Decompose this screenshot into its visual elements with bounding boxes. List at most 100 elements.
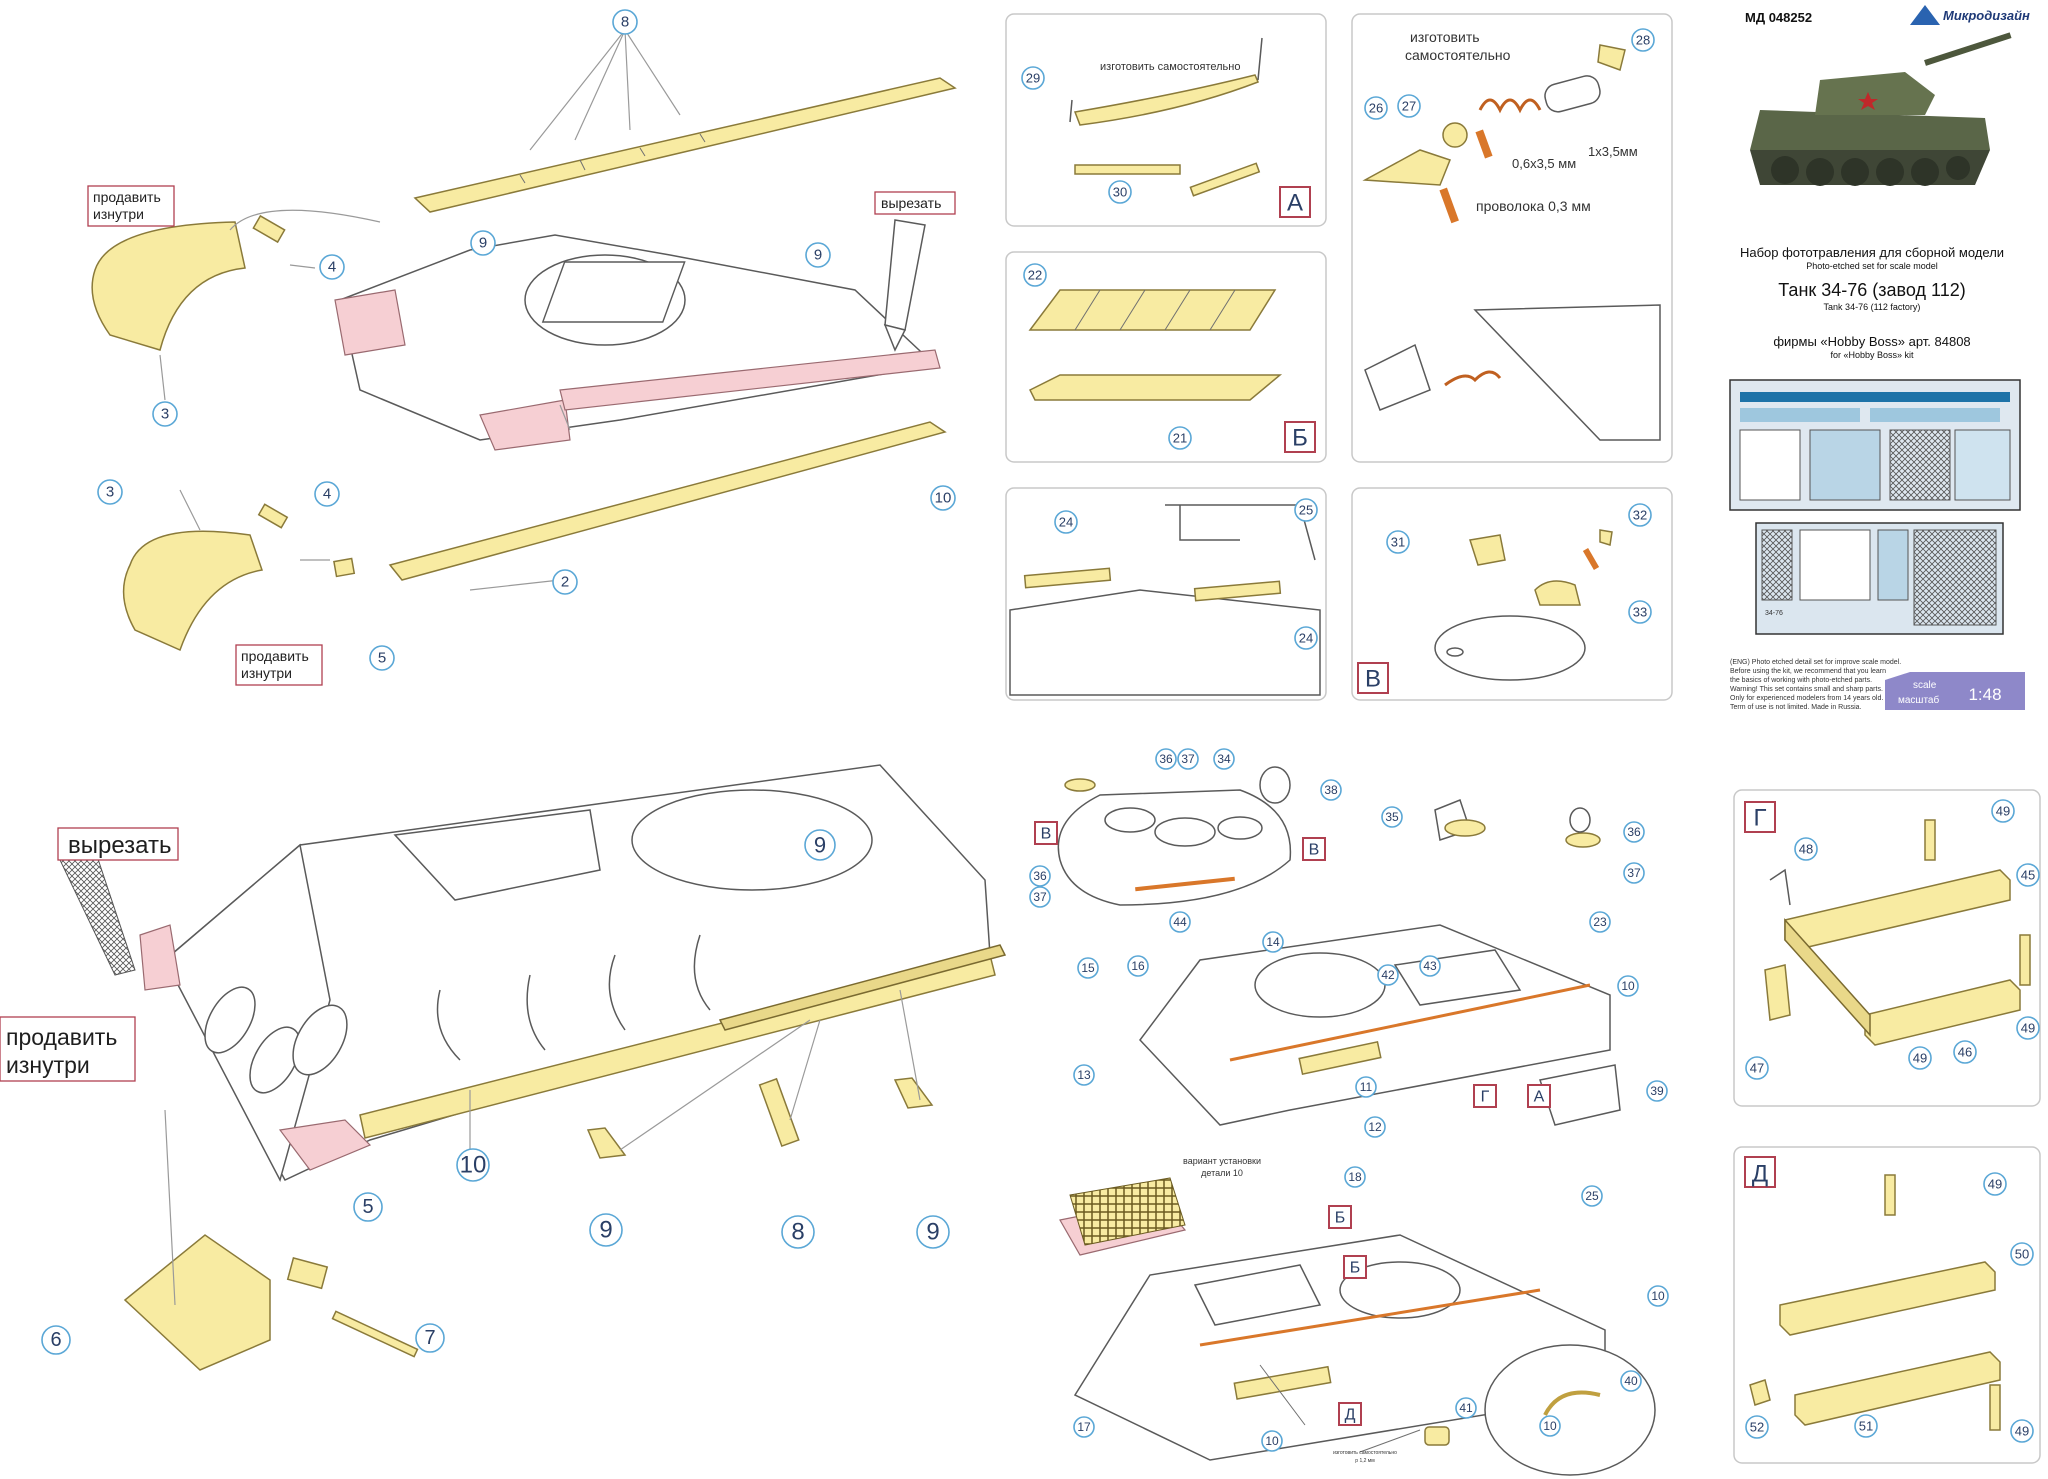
svg-text:44: 44 [1173,915,1187,929]
panel-g: Г 49 45 48 47 49 46 49 [1733,789,2041,1107]
turret [1057,789,1292,906]
panel-letter-v: В [1365,666,1381,693]
svg-text:36: 36 [1159,752,1173,766]
top-left-assembly [91,29,957,652]
svg-text:46: 46 [1958,1045,1972,1060]
svg-text:48: 48 [1799,842,1813,857]
part-26 [1362,149,1451,186]
fret-image-1 [1729,379,2021,511]
svg-text:33: 33 [1633,605,1647,620]
svg-text:49: 49 [1913,1051,1927,1066]
label-make-self-small-1: изготовить самостоятельно [1333,1450,1397,1456]
svg-text:4: 4 [328,259,336,276]
callout-group-bottom-middle: 36 37 34 38 36 37 44 35 36 37 14 15 16 4… [1029,748,1669,1452]
svg-text:25: 25 [1585,1189,1599,1203]
svg-text:41: 41 [1459,1401,1473,1415]
engine-deck [541,261,686,323]
callout-9b: 9 [805,242,831,268]
svg-text:37: 37 [1033,890,1047,904]
part-3-fender-top [91,221,246,351]
svg-text:the basics of working with pho: the basics of working with photo-etched … [1730,677,1872,684]
svg-text:4: 4 [323,486,331,503]
svg-text:24: 24 [1299,631,1313,646]
svg-text:Б: Б [1350,1260,1361,1277]
kit-ru: фирмы «Hobby Boss» арт. 84808 [1773,334,1970,349]
svg-text:34: 34 [1217,752,1231,766]
svg-text:(ENG) Photo etched detail set: (ENG) Photo etched detail set for improv… [1730,659,1901,666]
svg-text:38: 38 [1324,783,1338,797]
part-d-box [1233,1365,1332,1400]
bottom-middle-assembly [1057,766,1656,1476]
svg-text:Г: Г [1481,1089,1490,1106]
hatch-large [393,809,601,901]
svg-text:49: 49 [2021,1021,2035,1036]
svg-text:42: 42 [1381,968,1395,982]
svg-text:39: 39 [1650,1084,1664,1098]
svg-text:16: 16 [1131,959,1145,973]
svg-text:5: 5 [378,650,386,667]
part-31 [1469,534,1506,566]
svg-text:27: 27 [1402,99,1416,114]
knife-blade-icon [883,323,907,352]
callout-4b: 4 [314,481,340,507]
part-21-mesh [1028,374,1283,401]
svg-text:18: 18 [1348,1170,1362,1184]
brand-name: Микродизайн [1943,8,2030,23]
svg-text:52: 52 [1750,1420,1764,1435]
svg-text:Warning! This set contains sma: Warning! This set contains small and sha… [1730,686,1883,693]
svg-text:17: 17 [1077,1420,1091,1434]
panel-letter-a: А [1287,190,1303,217]
cut-area-front-right [479,399,571,451]
svg-text:49: 49 [1988,1177,2002,1192]
svg-text:3: 3 [161,406,169,423]
svg-text:32: 32 [1633,508,1647,523]
svg-text:9: 9 [599,1217,612,1244]
svg-text:13: 13 [1077,1068,1091,1082]
panel-26-28: изготовить самостоятельно 1х3,5мм 0,6х3,… [1351,13,1673,463]
label-size-1: 1х3,5мм [1588,144,1638,159]
svg-text:15: 15 [1081,961,1095,975]
svg-text:Before using the kit, we recom: Before using the kit, we recommend that … [1730,668,1886,675]
svg-text:10: 10 [460,1152,487,1179]
label-make-self-b1: изготовить [1410,29,1480,45]
product-code: МД 048252 [1745,10,1812,25]
cylinder [1544,75,1601,113]
callout-3a: 3 [152,401,178,427]
panel-letter-d: Д [1752,1161,1768,1188]
part-4-top [252,214,286,244]
callout-8: 8 [612,9,638,35]
part-4-bottom [257,503,289,529]
svg-text:вырезать: вырезать [881,195,941,211]
knife-large-icon [59,849,136,976]
label-variant-2: детали 10 [1201,1168,1243,1178]
panel-v: В 31 32 33 [1351,487,1673,701]
knife-icon [884,219,926,331]
part-28 [1597,44,1626,71]
fret-image-2: 34-76 [1755,522,2004,635]
cut-area-large-bottom [278,1119,372,1171]
part-11-box [1298,1040,1382,1076]
svg-text:Д: Д [1345,1407,1356,1424]
svg-text:10: 10 [1621,979,1635,993]
svg-text:34-76: 34-76 [1765,610,1783,617]
turret-ring-large [631,789,873,891]
svg-text:2: 2 [561,574,569,591]
svg-text:47: 47 [1750,1061,1764,1076]
svg-text:25: 25 [1299,503,1313,518]
panel-d: Д 49 50 52 51 49 [1733,1146,2041,1464]
part-8-loose [758,1077,800,1148]
cut-area-side [559,349,941,411]
label-size-2: 0,6х3,5 мм [1512,156,1576,171]
svg-text:изнутри: изнутри [93,206,144,222]
kit-en: for «Hobby Boss» kit [1830,350,1914,360]
panel-letter-g: Г [1754,805,1767,832]
part-24-right [1193,580,1282,602]
svg-text:50: 50 [2015,1247,2029,1262]
svg-text:продавить: продавить [93,189,161,205]
svg-text:24: 24 [1059,515,1073,530]
tank-photo [1750,32,2012,186]
panel-a: А изготовить самостоятельно 29 30 [1005,13,1327,227]
part-27 [1442,122,1468,148]
hull-section [1009,589,1321,696]
